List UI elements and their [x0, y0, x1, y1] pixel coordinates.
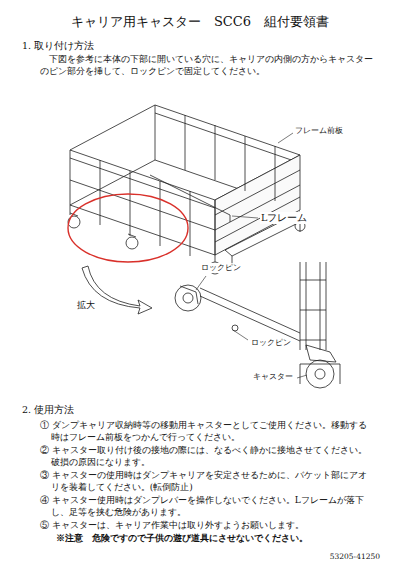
- part-label: Lフレーム: [260, 212, 308, 224]
- zoom-label: 拡大: [76, 300, 96, 311]
- usage-item: ① ダンプキャリア収納時等の移動用キャスターとしてご使用ください。移動する時はフ…: [40, 420, 375, 443]
- section-heading: 1. 取り付け方法: [22, 40, 94, 52]
- part-label: ロックピン: [250, 338, 292, 348]
- usage-item: ⑤ キャスターは、キャリア作業中は取り外すようお願いします。: [40, 520, 375, 532]
- zoom-detail: [175, 262, 340, 388]
- leader-lines: [196, 133, 307, 378]
- carrier-frame: [70, 105, 300, 268]
- document-number: 53205-41250: [300, 552, 380, 562]
- part-label: キャスター: [252, 372, 294, 382]
- zoom-circle: [68, 194, 188, 262]
- page-title: キャリア用キャスター SCC6 組付要領書: [30, 14, 370, 31]
- warning-note: ※注意 危険ですので子供の遊び道具にさせないでください。: [56, 533, 376, 545]
- part-label: フレーム前板: [294, 126, 344, 136]
- section-heading: 2. 使用方法: [22, 404, 74, 416]
- usage-item: ④ キャスター使用時はダンプレバーを操作しないでください。Lフレームが落下し、足…: [40, 495, 375, 518]
- part-label: ロックピン: [200, 263, 242, 273]
- instruction-text: 下図を参考に本体の下部に開いている穴に、キャリアの内側の方からキャスターのピン部…: [40, 54, 375, 77]
- usage-item: ② キャスター取り付け後の接地の際には、なるべく静かに接地させてください。破損の…: [40, 445, 375, 468]
- usage-item: ③ キャスターの使用時はダンプキャリアを安定させるために、バケット部にアオリを装…: [40, 470, 375, 493]
